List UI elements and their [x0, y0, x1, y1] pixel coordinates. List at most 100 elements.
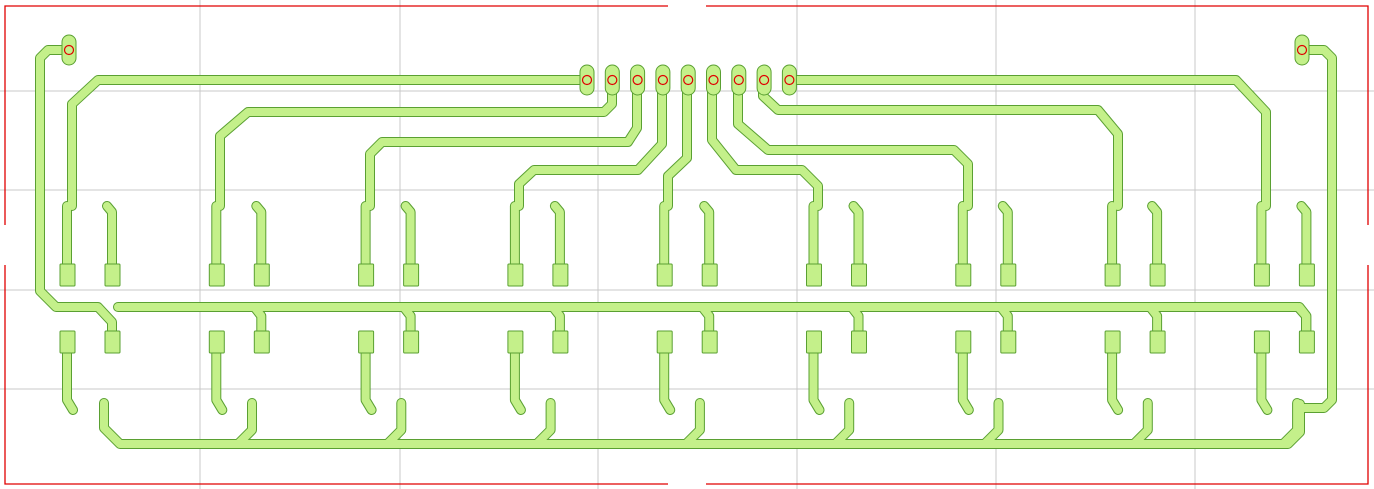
right-vertical-trace [1296, 46, 1336, 412]
connector-trace-2 [216, 76, 616, 210]
channel-4-lower-left-trace [510, 340, 525, 414]
channel-2-pad-c [208, 330, 225, 354]
channel-3-right-trace [401, 202, 415, 272]
channel-2-lower-left-trace [212, 340, 227, 414]
connector-trace-9 [784, 76, 1270, 210]
channel-6-pad-a [806, 263, 822, 287]
channel-4-right-trace [550, 202, 564, 272]
channel-6-lower-left-trace [809, 340, 824, 414]
channel-3-pad-c [358, 330, 375, 354]
connector-pin-6-drill [708, 74, 719, 86]
channel-3-pad-a [358, 263, 375, 287]
channel-6-pad-b [851, 263, 867, 287]
bus-drop-9 [1295, 303, 1311, 340]
channel-3-pad-d [403, 330, 420, 354]
channel-9-pad-d [1298, 330, 1315, 354]
mounting-pad-right [1294, 34, 1310, 66]
channel-9-pad-a [1253, 263, 1270, 287]
mounting-hole-left [63, 44, 75, 56]
channel-4-pad-c [507, 330, 524, 354]
channel-1-pad-a [59, 263, 76, 287]
lower-drop-7 [980, 399, 1003, 448]
channel-8-pad-b [1149, 263, 1166, 287]
connector-pin-7-drill [733, 74, 744, 86]
channel-8-lower-left-trace [1108, 340, 1123, 414]
connector-trace-4 [515, 76, 666, 210]
channel-4-pad-d [552, 330, 569, 354]
bus-drop-5 [698, 303, 714, 340]
channel-3-pad-b [403, 263, 420, 287]
lower-drop-2 [234, 399, 256, 448]
channel-5-right-trace [700, 202, 714, 272]
connector-pin-8-drill [758, 74, 770, 86]
channel-9-right-trace [1297, 202, 1311, 272]
channel-7-right-trace [998, 202, 1012, 272]
channel-1-lower-left-trace [63, 340, 77, 414]
mounting-pad-left [61, 34, 77, 66]
lower-drop-9 [1279, 399, 1302, 448]
bus-drop-7 [996, 303, 1012, 340]
mounting-hole-right [1296, 44, 1308, 56]
channel-3-lower-left-trace [361, 340, 376, 414]
channel-7-pad-d [1000, 330, 1017, 354]
channel-8-right-trace [1148, 202, 1162, 272]
channel-2-pad-a [208, 263, 225, 287]
bus-drop-2 [250, 303, 266, 340]
channel-1-right-trace [103, 202, 116, 272]
left-vertical-trace [36, 46, 116, 340]
connector-trace-7 [734, 76, 972, 210]
bus-drop-6 [847, 303, 863, 340]
channel-8-pad-a [1104, 263, 1121, 287]
channel-6-pad-d [851, 330, 867, 354]
pad-layer [59, 34, 1315, 354]
connector-trace-1 [68, 76, 591, 210]
board-edge [4, 5, 1369, 485]
channel-2-right-trace [252, 202, 266, 272]
channel-1-pad-b [104, 263, 121, 287]
channel-6-pad-c [806, 330, 822, 354]
connector-pin-4 [655, 64, 671, 96]
lower-drop-4 [532, 399, 555, 448]
channel-9-pad-c [1253, 330, 1270, 354]
channel-1-pad-c [59, 330, 76, 354]
channel-2-pad-b [253, 263, 270, 287]
channel-5-pad-b [701, 263, 718, 287]
bus-drop-4 [548, 303, 564, 340]
channel-2-pad-d [253, 330, 270, 354]
connector-pin-3 [630, 64, 646, 96]
connector-pin-7 [731, 64, 747, 96]
connector-pin-9-drill [784, 74, 795, 86]
channel-6-right-trace [849, 202, 863, 272]
connector-pin-6 [706, 64, 721, 96]
channel-5-pad-c [656, 330, 673, 354]
channel-4-pad-a [507, 263, 524, 287]
bus-drop-8 [1146, 303, 1162, 340]
connector-pin-3-drill [632, 74, 643, 86]
channel-8-pad-c [1104, 330, 1121, 354]
lower-drop-5 [681, 399, 704, 448]
connector-trace-9-outline [783, 75, 1271, 211]
connector-pin-2-drill [607, 74, 618, 86]
channel-4-pad-b [552, 263, 569, 287]
channel-1-pad-d [104, 330, 121, 354]
channel-5-pad-a [656, 263, 673, 287]
channel-5-pad-d [701, 330, 718, 354]
connector-pin-5-drill [683, 74, 694, 86]
connector-pin-9 [781, 64, 797, 96]
connector-trace-5 [664, 76, 691, 210]
channel-7-pad-c [955, 330, 972, 354]
lower-drop-3 [383, 399, 406, 448]
connector-pin-5 [680, 64, 696, 96]
connector-pin-2 [604, 64, 620, 96]
connector-trace-3 [366, 76, 641, 210]
trace-layer [36, 46, 1336, 448]
drill-layer [63, 44, 1308, 86]
channel-9-pad-b [1298, 263, 1315, 287]
channel-5-lower-left-trace [660, 340, 675, 414]
connector-pin-4-drill [657, 74, 669, 86]
lower-drop-6 [831, 399, 854, 448]
channel-7-lower-left-trace [958, 340, 973, 414]
channel-7-pad-a [955, 263, 972, 287]
channel-9-lower-left-trace [1257, 340, 1272, 414]
